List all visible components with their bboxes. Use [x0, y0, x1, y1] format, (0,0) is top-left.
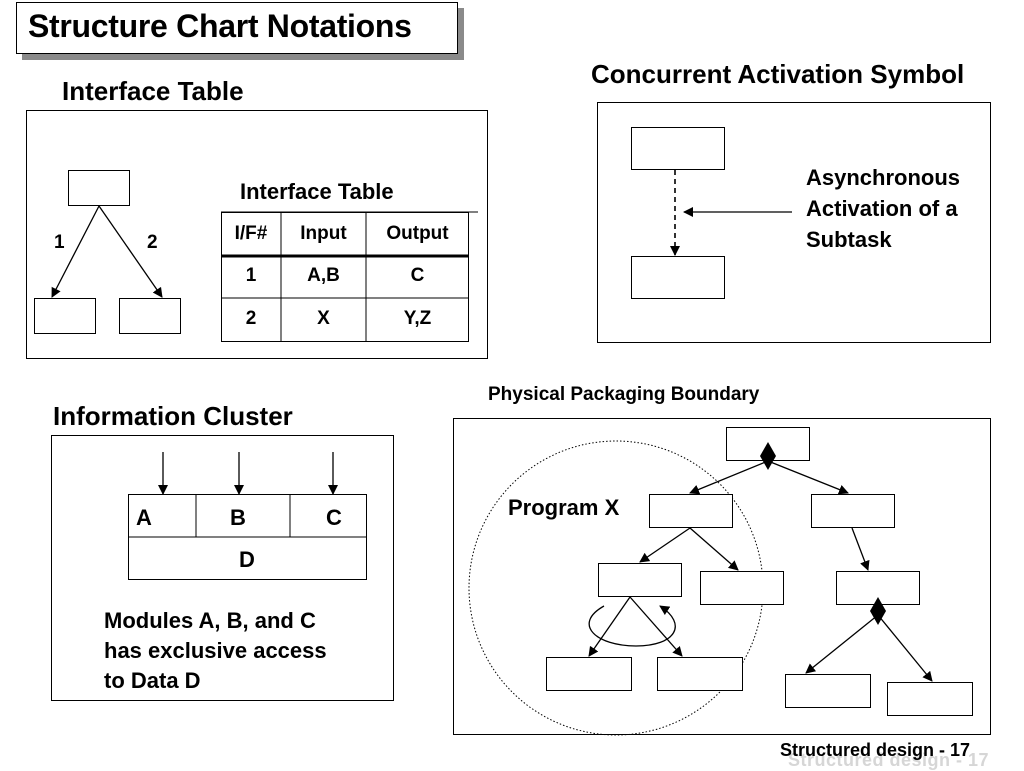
- information-cluster-heading: Information Cluster: [53, 401, 293, 431]
- child-module-left: [34, 298, 96, 334]
- level3-module-b: [700, 571, 784, 605]
- leaf-module-3: [785, 674, 871, 708]
- leaf-module-2: [657, 657, 743, 691]
- program-x-label: Program X: [506, 495, 622, 521]
- async-annotation: Asynchronous Activation of a Subtask: [806, 162, 960, 255]
- table-cell: 2: [245, 308, 257, 329]
- note-line: Modules A, B, and C: [104, 608, 316, 633]
- col-header-if: I/F#: [234, 223, 268, 244]
- level3-module-a: [598, 563, 682, 597]
- footer-text: Structured design - 17: [780, 740, 971, 760]
- table-cell: X: [317, 308, 330, 329]
- title-box: [16, 2, 458, 54]
- interface-arrow-2: [98, 205, 163, 298]
- iteration-loop-icon: [588, 605, 676, 647]
- note-line: has exclusive access: [104, 638, 327, 663]
- note-line: to Data D: [104, 668, 201, 693]
- cluster-module-b: B: [230, 505, 246, 530]
- annotation-line: Subtask: [806, 227, 892, 252]
- edge-label-1: 1: [54, 232, 65, 253]
- col-header-input: Input: [300, 223, 347, 244]
- edge-label-2: 2: [147, 232, 158, 253]
- interface-table-title: Interface Table: [240, 179, 394, 204]
- leaf-module-1: [546, 657, 632, 691]
- cluster-data-d: D: [239, 547, 255, 572]
- table-cell: 1: [245, 265, 257, 286]
- table-cell: Y,Z: [403, 308, 432, 329]
- interface-arrow-1: [51, 205, 100, 298]
- calling-module: [631, 127, 725, 170]
- cluster-module-a: A: [136, 505, 152, 530]
- decision-diamond-icon: [760, 442, 776, 470]
- annotation-line: Asynchronous: [806, 165, 961, 190]
- child-module-right: [119, 298, 181, 334]
- parent-module: [68, 170, 130, 206]
- decision-diamond-icon: [870, 597, 886, 625]
- program-x-module: [649, 494, 733, 528]
- interface-table-panel: [26, 110, 488, 359]
- cluster-note: Modules A, B, and C has exclusive access…: [104, 606, 327, 696]
- interface-table-heading: Interface Table: [62, 76, 244, 106]
- table-cell: C: [410, 265, 425, 286]
- slide-title: Structure Chart Notations: [28, 8, 412, 44]
- leaf-module-4: [887, 682, 973, 716]
- annotation-line: Activation of a: [806, 196, 958, 221]
- cluster-module-c: C: [326, 505, 342, 530]
- subtask-module: [631, 256, 725, 299]
- packaging-heading: Physical Packaging Boundary: [488, 384, 760, 405]
- col-header-output: Output: [386, 223, 449, 244]
- table-cell: A,B: [307, 265, 340, 286]
- footer-shadow-text: Structured design - 17: [788, 750, 990, 770]
- right-module: [811, 494, 895, 528]
- concurrent-heading: Concurrent Activation Symbol: [591, 59, 965, 89]
